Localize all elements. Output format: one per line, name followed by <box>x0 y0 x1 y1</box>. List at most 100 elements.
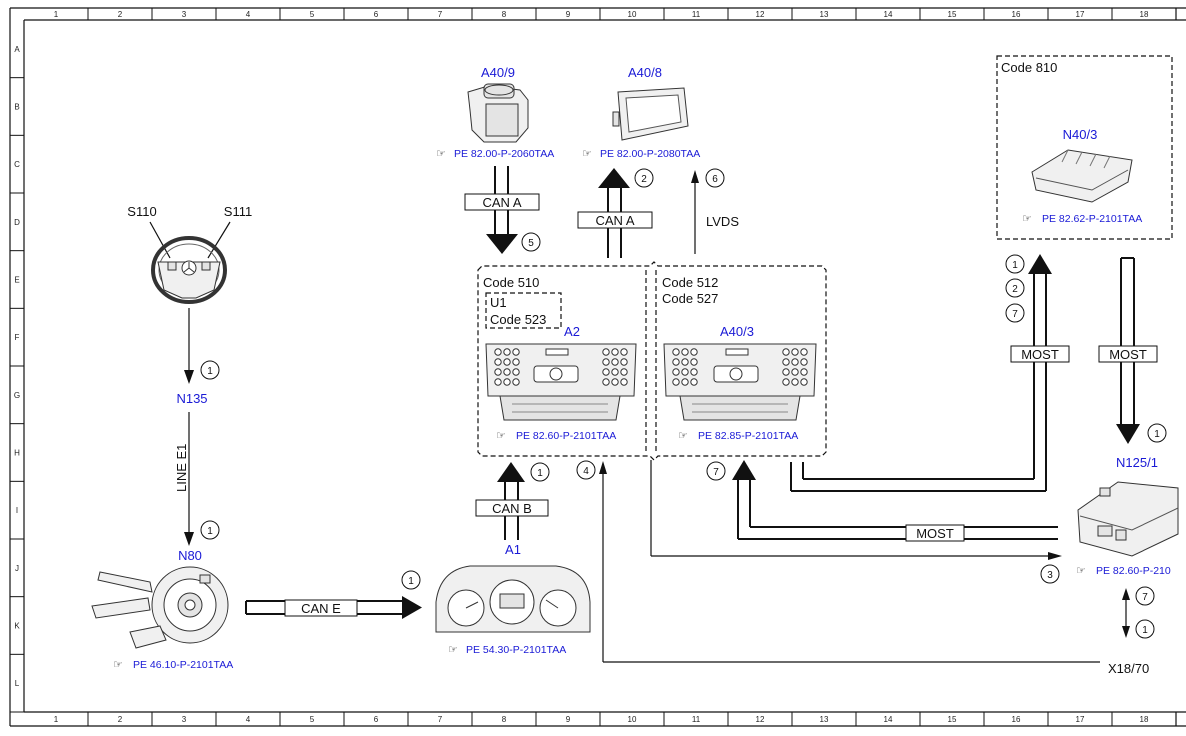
grid-row-label: A <box>14 45 20 54</box>
radio-button-icon <box>602 358 610 366</box>
radio-button-icon <box>782 358 790 366</box>
grid-column-label: 1 <box>54 715 59 724</box>
can-b-label: CAN B <box>492 501 532 516</box>
grid-column-label: 5 <box>310 10 315 19</box>
marker-1: 1 <box>1142 625 1148 636</box>
grid-row-label: G <box>14 391 20 400</box>
radio-button-icon <box>494 358 502 366</box>
pointer-icon: ☞ <box>436 147 446 160</box>
grid-column-label: 7 <box>438 715 443 724</box>
radio-button-icon <box>690 368 698 376</box>
most-n40-label: MOST <box>1021 347 1059 362</box>
radio-button-icon <box>782 348 790 356</box>
n125-1-ref: PE 82.60-P-210 <box>1096 565 1171 577</box>
n40-3-device-icon <box>1031 149 1133 203</box>
pointer-icon: ☞ <box>496 429 506 442</box>
radio-button-icon <box>620 348 628 356</box>
most-n125-connection: MOST 1 <box>1098 257 1167 444</box>
pointer-icon: ☞ <box>1076 564 1086 577</box>
can-a-up-connection: CAN A 2 <box>577 168 654 258</box>
most-n125-label: MOST <box>1109 347 1147 362</box>
grid-column-label: 18 <box>1140 10 1149 19</box>
n125-1-component: N125/1 ☞ PE 82.60-P-210 <box>1076 455 1179 577</box>
grid-column-label: 6 <box>374 715 379 724</box>
grid-column-label: 14 <box>884 715 893 724</box>
marker-7: 7 <box>1142 592 1148 603</box>
grid-column-label: 18 <box>1140 715 1149 724</box>
a40-3-ref: PE 82.85-P-2101TAA <box>698 430 798 442</box>
steering-column-module-icon <box>91 566 229 649</box>
radio-button-icon <box>512 368 520 376</box>
steering-wheel-icon <box>151 236 227 304</box>
n80-ref: PE 46.10-P-2101TAA <box>133 659 233 671</box>
pointer-icon: ☞ <box>1022 212 1032 225</box>
marker-1: 1 <box>207 366 213 377</box>
marker-2: 2 <box>1012 284 1018 295</box>
grid-column-label: 10 <box>628 715 637 724</box>
a2-label: A2 <box>564 324 580 339</box>
radio-button-icon <box>611 368 619 376</box>
grid-column-label: 15 <box>948 715 957 724</box>
grid-column-label: 12 <box>756 715 765 724</box>
can-a-up-label: CAN A <box>595 213 634 228</box>
marker-7: 7 <box>1012 309 1018 320</box>
grid-column-label: 8 <box>502 10 507 19</box>
x18-70-connection: 7 1 X18/70 <box>1108 586 1155 676</box>
most-return-label: MOST <box>916 526 954 541</box>
code-810-group: Code 810 N40/3 ☞ PE 82.62-P-2101TAA <box>996 55 1173 240</box>
grid-column-label: 10 <box>628 10 637 19</box>
grid-column-label: 12 <box>756 10 765 19</box>
code-510-label: Code 510 <box>483 275 539 290</box>
a40-9-label: A40/9 <box>481 65 515 80</box>
radio-button-icon <box>782 368 790 376</box>
lvds-connection: 6 LVDS <box>691 168 739 254</box>
radio-button-icon <box>681 358 689 366</box>
marker-1: 1 <box>1012 260 1018 271</box>
n40-3-ref: PE 82.62-P-2101TAA <box>1042 213 1142 225</box>
grid-row-label: I <box>16 506 18 515</box>
x18-70-label: X18/70 <box>1108 661 1149 676</box>
radio-button-icon <box>800 358 808 366</box>
grid-column-label: 11 <box>692 715 701 724</box>
radio-button-icon <box>800 378 808 386</box>
grid-row-label: E <box>14 276 19 285</box>
a40-8-display-icon <box>612 87 689 141</box>
n80-component: N80 ☞ PE 46.10-P-2101TAA <box>91 548 233 671</box>
radio-button-icon <box>672 348 680 356</box>
n135-label: N135 <box>176 391 207 406</box>
marker-3: 3 <box>1047 570 1053 581</box>
grid-column-label: 11 <box>692 10 701 19</box>
radio-button-icon <box>503 348 511 356</box>
grid-column-label: 14 <box>884 10 893 19</box>
grid-column-label: 4 <box>246 10 251 19</box>
grid-row-label: J <box>15 564 19 573</box>
code-527-label: Code 527 <box>662 291 718 306</box>
n40-3-label: N40/3 <box>1063 127 1098 142</box>
grid-column-label: 13 <box>820 715 829 724</box>
line-e1-label: LINE E1 <box>174 444 189 492</box>
u1-label: U1 <box>490 295 507 310</box>
radio-button-icon <box>681 348 689 356</box>
can-e-connection: CAN E 1 <box>245 570 422 619</box>
s111-label: S111 <box>224 204 252 219</box>
marker-2: 2 <box>641 174 647 185</box>
can-a-down-connection: CAN A 5 <box>464 166 541 254</box>
grid-column-label: 9 <box>566 10 571 19</box>
radio-button-icon <box>672 378 680 386</box>
marker-1: 1 <box>207 526 213 537</box>
radio-button-icon <box>602 378 610 386</box>
code-523-label: Code 523 <box>490 312 546 327</box>
radio-button-icon <box>620 358 628 366</box>
grid-column-label: 2 <box>118 715 123 724</box>
radio-button-icon <box>620 368 628 376</box>
radio-button-icon <box>800 368 808 376</box>
can-a-down-label: CAN A <box>482 195 521 210</box>
a40-8-label: A40/8 <box>628 65 662 80</box>
radio-button-icon <box>611 358 619 366</box>
radio-button-icon <box>690 348 698 356</box>
marker-4: 4 <box>583 466 589 477</box>
grid-column-label: 17 <box>1076 715 1085 724</box>
s110-n135-connection: 1 <box>184 308 220 384</box>
marker-1: 1 <box>537 468 543 479</box>
